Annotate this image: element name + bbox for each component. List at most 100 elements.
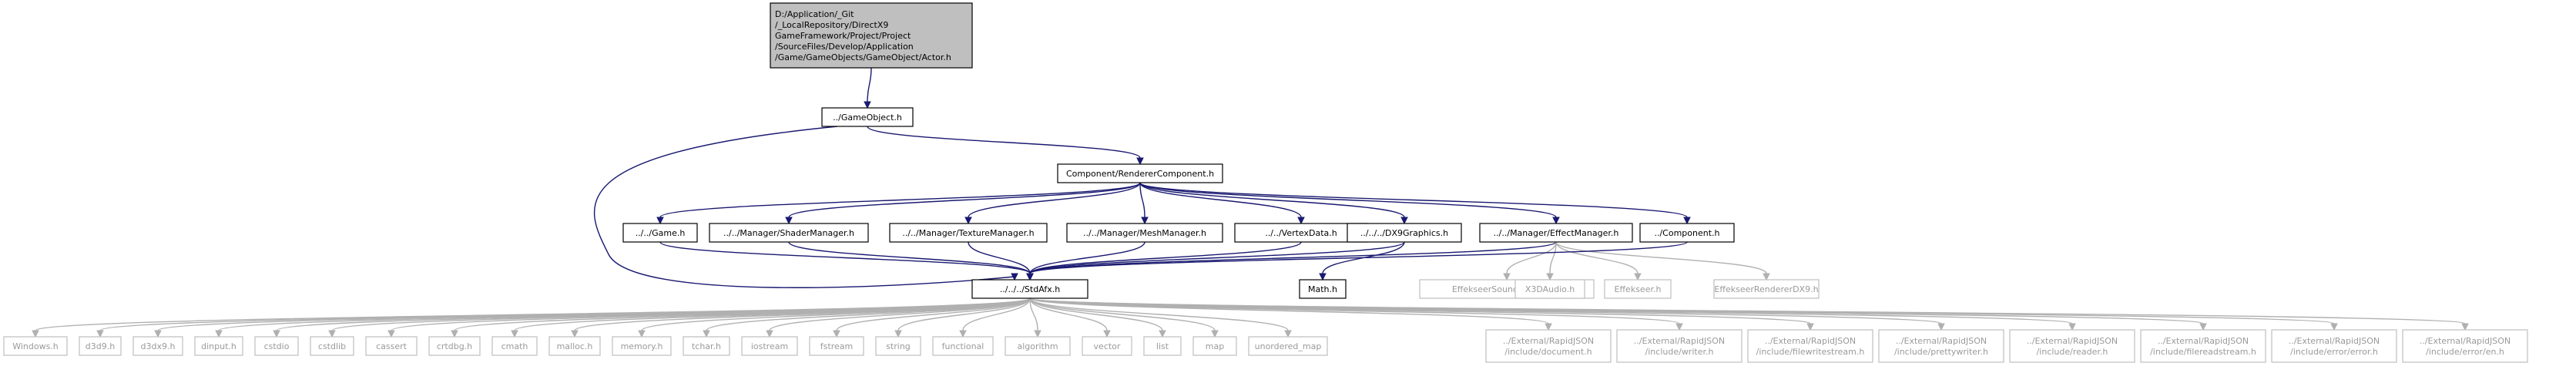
node-string: string (875, 336, 921, 356)
node-box (770, 2, 973, 69)
node-component[interactable]: ../Component.h (1639, 223, 1735, 243)
node-box (132, 336, 183, 356)
node-effectmgr[interactable]: ../../Manager/EffectManager.h (1479, 223, 1633, 243)
node-box (1485, 329, 1612, 363)
node-label: Component/RendererComponent.h (1066, 169, 1214, 179)
edge-stdafx-to-rj-document (1029, 297, 1552, 331)
edge-stdafx-to-vector (1029, 297, 1111, 338)
node-x3daudio: X3DAudio.h (1514, 279, 1585, 299)
node-label: GameFramework/Project/Project (775, 31, 911, 41)
node-label: iostream (751, 341, 788, 351)
edge-stdafx-to-unordered-map (1029, 297, 1292, 338)
node-iostream: iostream (741, 336, 798, 356)
node-crtdbg: crtdbg.h (428, 336, 481, 356)
node-box (809, 336, 864, 356)
node-label: algorithm (1017, 341, 1058, 351)
node-label: Windows.h (12, 341, 59, 351)
node-label: cstdio (264, 341, 290, 351)
node-box (1878, 329, 2004, 363)
node-texturemgr[interactable]: ../../Manager/TextureManager.h (889, 223, 1048, 243)
edge-stdafx-to-map (1029, 297, 1219, 338)
node-shadermgr[interactable]: ../../Manager/ShaderManager.h (709, 223, 869, 243)
node-box (1713, 279, 1820, 299)
node-rj-en: ../External/RapidJSON/include/error/en.h (2402, 329, 2528, 363)
node-box (365, 336, 418, 356)
node-label: vector (1094, 341, 1121, 351)
node-rj-reader: ../External/RapidJSON/include/reader.h (2009, 329, 2135, 363)
node-math[interactable]: Math.h (1299, 279, 1347, 299)
node-memory: memory.h (612, 336, 672, 356)
node-box (1347, 223, 1462, 243)
node-map: map (1192, 336, 1237, 356)
node-label: ../External/RapidJSON (1765, 336, 1856, 346)
node-malloc: malloc.h (548, 336, 601, 356)
node-rj-fileread: ../External/RapidJSON/include/filereadst… (2140, 329, 2266, 363)
node-efk-dx9: EffekseerRendererDX9.h (1713, 279, 1820, 299)
node-label: map (1206, 341, 1224, 351)
node-box (1604, 279, 1672, 299)
node-label: unordered_map (1255, 341, 1322, 351)
node-label: /SourceFiles/Develop/Application (775, 42, 914, 52)
edge-renderer-to-game (656, 182, 1141, 225)
node-box (194, 336, 243, 356)
edge-effectmgr-to-stdafx (1026, 241, 1557, 281)
edge-stdafx-to-algorithm (1029, 297, 1041, 338)
node-label: ../../Manager/ShaderManager.h (723, 228, 854, 238)
node-cstdlib: cstdlib (310, 336, 354, 356)
node-stdafx[interactable]: ../../../StdAfx.h (971, 279, 1088, 299)
node-algorithm: algorithm (1005, 336, 1071, 356)
edge-meshmgr-to-stdafx (1026, 241, 1145, 281)
node-label: cstdlib (318, 341, 346, 351)
node-label: /include/error/error.h (2290, 347, 2378, 357)
node-label: ../../Manager/MeshManager.h (1083, 228, 1206, 238)
node-box (1143, 336, 1182, 356)
node-box (1192, 336, 1237, 356)
node-dx9graphics[interactable]: ../../../DX9Graphics.h (1347, 223, 1462, 243)
node-box (1005, 336, 1071, 356)
edge-renderer-to-texturemgr (964, 182, 1141, 225)
node-label: functional (942, 341, 984, 351)
edge-effectmgr-to-efk-dx9 (1555, 241, 1770, 281)
node-label: /include/prettywriter.h (1894, 347, 1988, 357)
nodes-layer: D:/Application/_Git/_LocalRepository/Dir… (3, 2, 2528, 363)
node-label: malloc.h (557, 341, 593, 351)
edge-dx9graphics-to-math (1319, 241, 1405, 281)
node-label: ../External/RapidJSON (1503, 336, 1594, 346)
node-cassert: cassert (365, 336, 418, 356)
node-root[interactable]: D:/Application/_Git/_LocalRepository/Dir… (770, 2, 973, 69)
node-label: dinput.h (201, 341, 236, 351)
node-box (683, 336, 730, 356)
node-fstream: fstream (809, 336, 864, 356)
node-box (548, 336, 601, 356)
node-game[interactable]: ../../Game.h (622, 223, 698, 243)
edge-gameobject-to-stdafx (593, 126, 1018, 288)
node-box (709, 223, 869, 243)
edge-stdafx-to-rj-en (1029, 297, 2469, 331)
node-label: /Game/GameObjects/GameObject/Actor.h (775, 52, 951, 62)
node-vertexdata[interactable]: ../../VertexData.h (1234, 223, 1368, 243)
node-meshmgr[interactable]: ../../Manager/MeshManager.h (1066, 223, 1223, 243)
node-label: ../Component.h (1654, 228, 1719, 238)
node-label: ../External/RapidJSON (2027, 336, 2118, 346)
edge-renderer-to-dx9graphics (1139, 182, 1408, 225)
node-renderer[interactable]: Component/RendererComponent.h (1057, 163, 1223, 183)
node-label: list (1156, 341, 1169, 351)
edge-renderer-to-effectmgr (1139, 182, 1560, 225)
node-label: Effekseer.h (1615, 284, 1662, 294)
node-d3dx9: d3dx9.h (132, 336, 183, 356)
node-label: ../External/RapidJSON (2289, 336, 2380, 346)
node-label: memory.h (621, 341, 663, 351)
node-label: ../External/RapidJSON (2158, 336, 2249, 346)
node-label: ../../Manager/EffectManager.h (1494, 228, 1619, 238)
node-label: ../External/RapidJSON (2420, 336, 2511, 346)
node-box (821, 107, 914, 127)
edge-stdafx-to-list (1029, 297, 1166, 338)
edge-effectmgr-to-efk-xaudio2 (1503, 241, 1557, 281)
node-box (1248, 336, 1328, 356)
edge-stdafx-to-string (894, 297, 1031, 338)
node-box (932, 336, 994, 356)
node-windows: Windows.h (3, 336, 68, 356)
edge-renderer-to-component (1139, 182, 1691, 225)
node-gameobject[interactable]: ../GameObject.h (821, 107, 914, 127)
edge-stdafx-to-fstream (833, 297, 1031, 338)
